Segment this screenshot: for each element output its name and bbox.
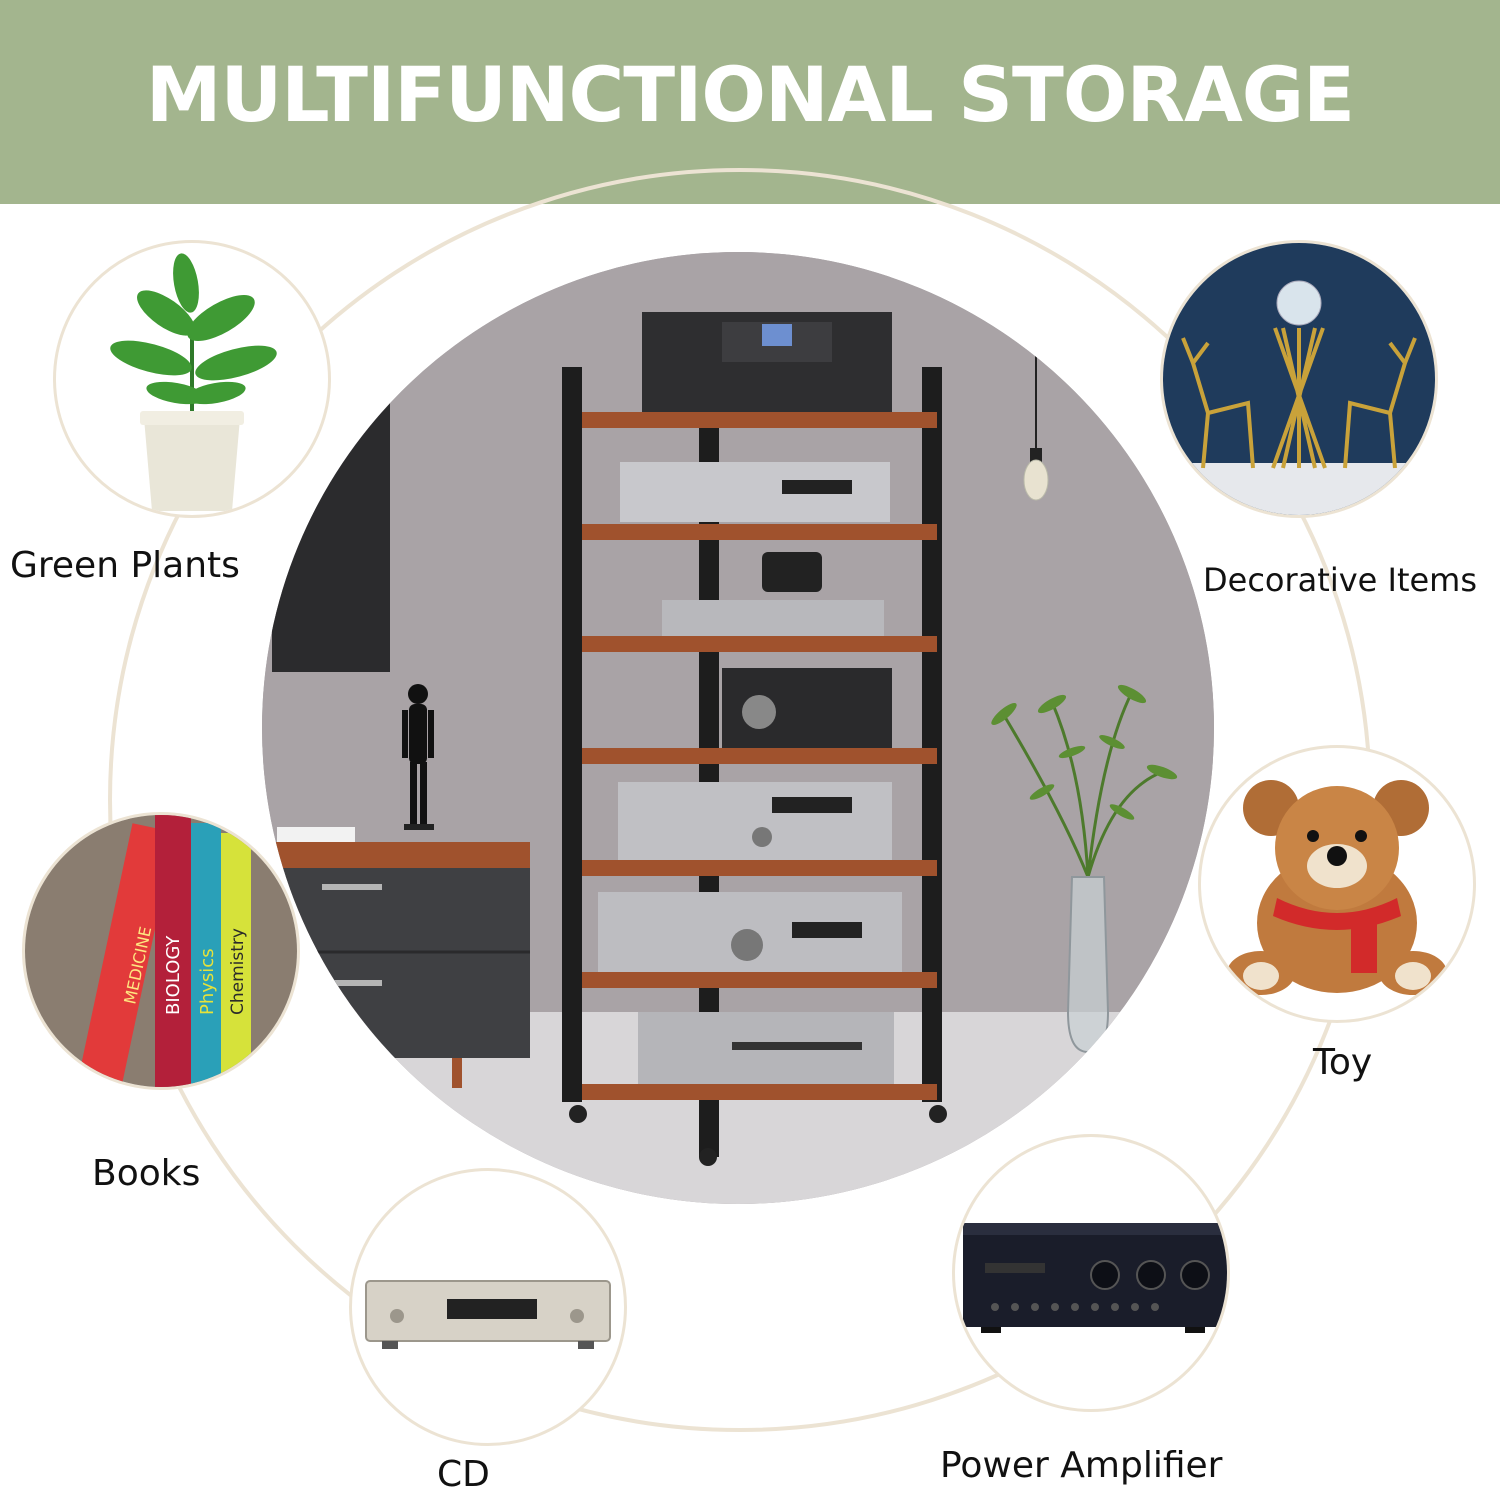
toy-label: Toy [1313,1042,1373,1083]
power-amplifier-circle [952,1134,1230,1412]
amplifier-icon [963,1223,1227,1333]
book-spine-physics: Physics [197,948,218,1015]
cd-player-icon [365,1280,611,1349]
potted-plant-icon [110,253,277,511]
book-spine-chemistry: Chemistry [228,928,248,1015]
book-spine-biology: BIOLOGY [163,935,184,1015]
books-icon: MEDICINE BIOLOGY Physics Chemistry [25,815,297,1087]
green-plants-label: Green Plants [10,545,240,586]
product-photo [262,252,1214,1204]
decorative-items-label: Decorative Items [1203,561,1478,599]
page-title: MULTIFUNCTIONAL STORAGE [145,50,1355,139]
toy-circle [1198,745,1476,1023]
decorative-items-circle [1160,240,1438,518]
teddy-bear-icon [1227,780,1447,995]
cd-label: CD [437,1454,490,1495]
books-label: Books [92,1153,201,1194]
books-circle: MEDICINE BIOLOGY Physics Chemistry [22,812,300,1090]
gold-deer-ornament-icon [1163,243,1435,515]
power-amplifier-label: Power Amplifier [940,1445,1223,1486]
green-plants-circle [53,240,331,518]
cd-circle [349,1168,627,1446]
